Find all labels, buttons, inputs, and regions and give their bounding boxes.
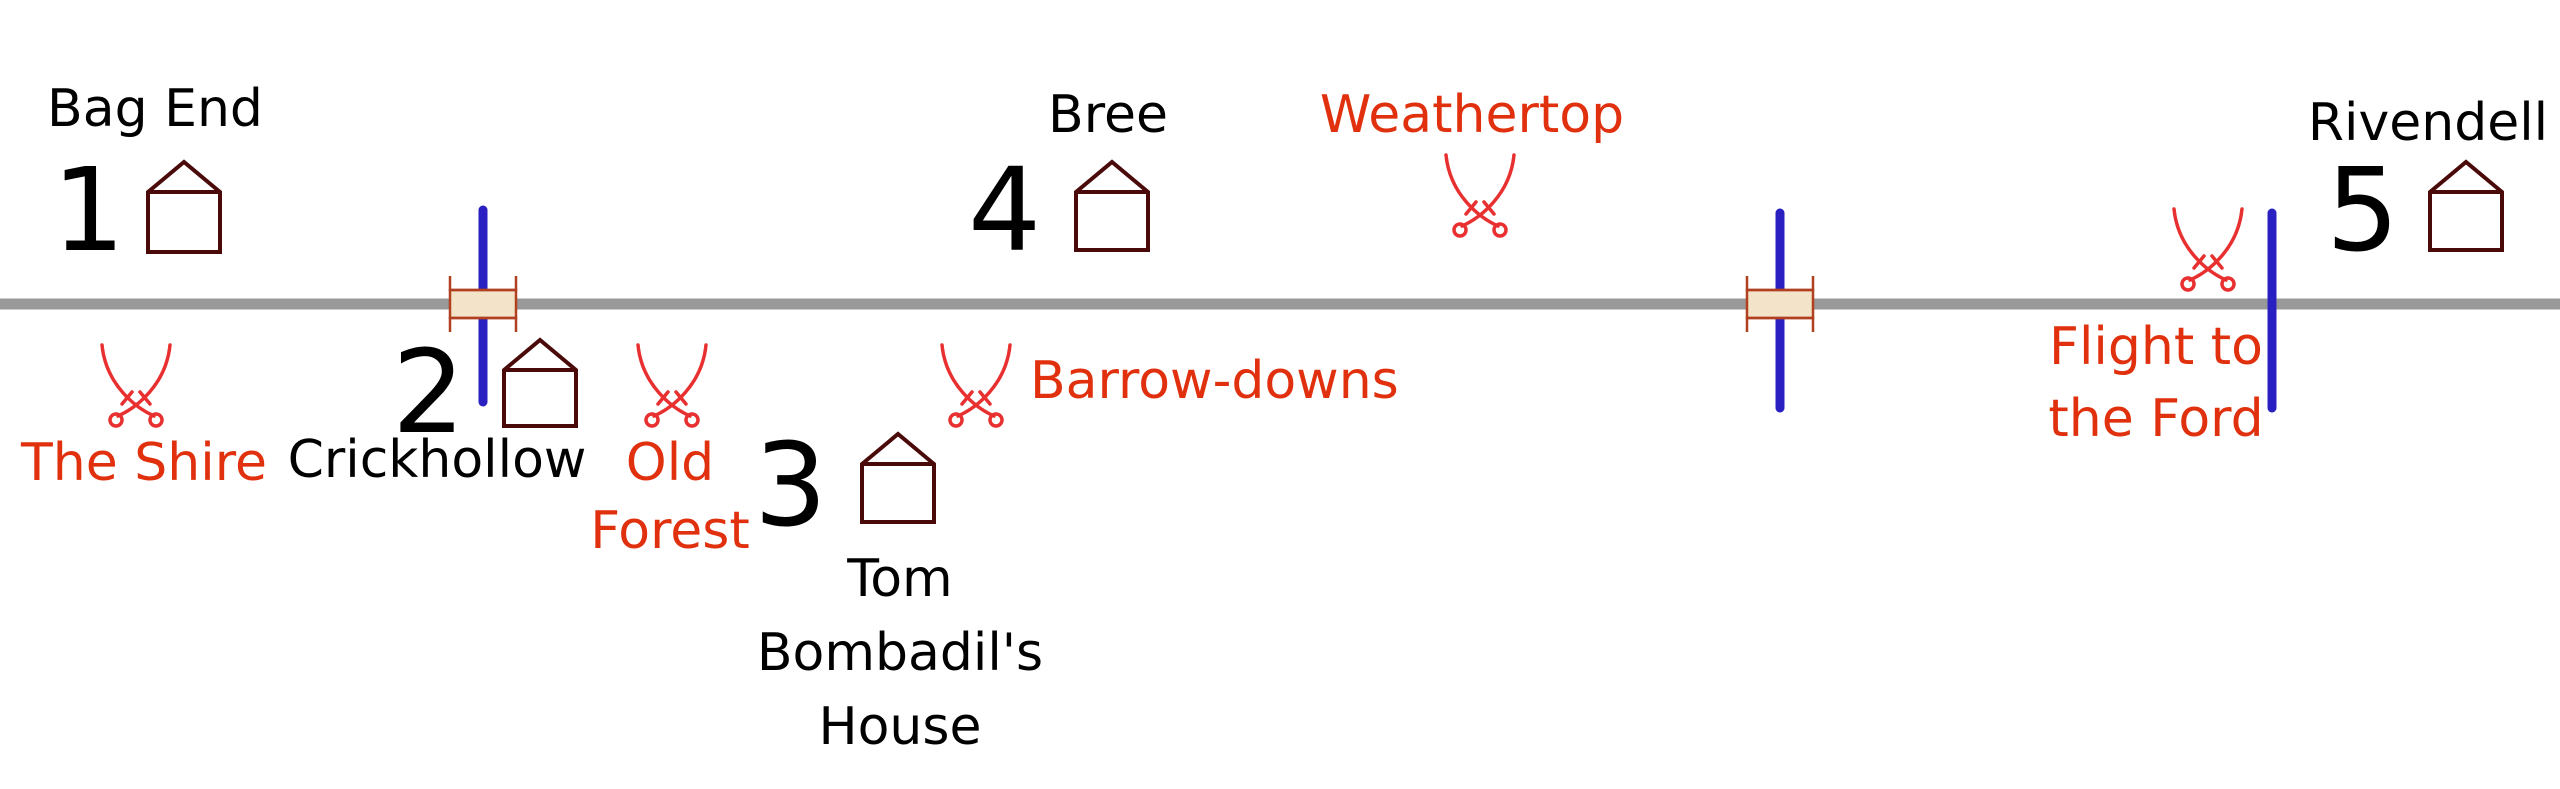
place-number: 3	[754, 419, 827, 553]
place-name: Bree	[1048, 85, 1168, 145]
place-number: 1	[52, 144, 125, 278]
danger-name: Forest	[590, 501, 750, 561]
crossed-swords-icon	[940, 343, 1012, 428]
crossed-swords-icon	[1444, 153, 1516, 238]
place-name: Bag End	[47, 79, 263, 139]
crossed-swords-icon	[2172, 207, 2244, 292]
danger-name: Flight to	[2049, 317, 2263, 377]
place-name: Tom	[846, 549, 952, 609]
danger-name: the Ford	[2048, 389, 2263, 449]
house-icon	[860, 431, 936, 524]
house-icon	[1074, 159, 1150, 252]
place-number: 2	[392, 326, 465, 460]
crossed-swords-icon	[636, 343, 708, 428]
house-icon	[2428, 159, 2504, 252]
place-number: 4	[968, 144, 1041, 278]
bridge-icon	[448, 276, 518, 332]
place-name: House	[819, 697, 982, 757]
danger-name: Weathertop	[1320, 85, 1624, 145]
house-icon	[146, 159, 222, 254]
danger-name: The Shire	[20, 433, 267, 493]
crossed-swords-icon	[100, 343, 172, 428]
place-name: Bombadil's	[757, 623, 1043, 683]
place-name: Rivendell	[2308, 93, 2548, 153]
danger-name: Old	[626, 433, 714, 493]
danger-name: Barrow-downs	[1030, 351, 1399, 411]
place-name: Crickhollow	[288, 430, 587, 490]
place-number: 5	[2326, 144, 2399, 278]
house-icon	[502, 337, 578, 428]
bridge-icon	[1745, 276, 1815, 332]
